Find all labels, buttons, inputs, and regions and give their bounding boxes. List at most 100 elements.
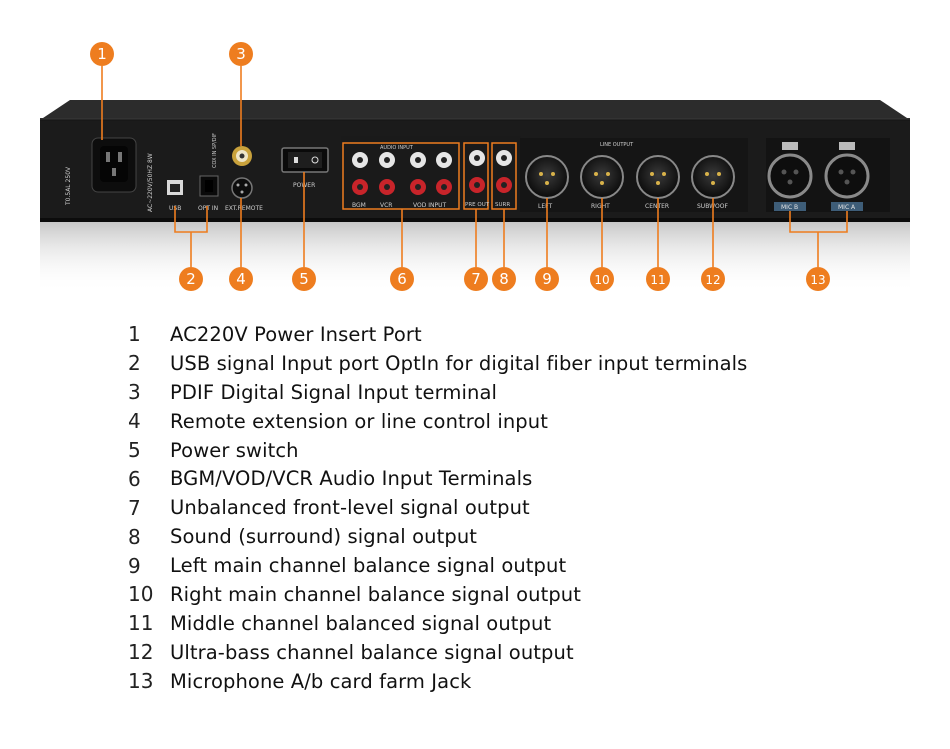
legend-item: 5 Power switch [128,436,888,465]
legend-item: 1 AC220V Power Insert Port [128,320,888,349]
legend-number: 11 [128,611,154,636]
left-label: LEFT [538,203,552,210]
legend-item: 4 Remote extension or line control input [128,407,888,436]
callout-circle [229,267,253,291]
legend-number: 12 [128,640,154,665]
callout-badge-13: 13 [806,267,830,291]
bgm-label: BGM [352,202,366,209]
callout-number: 9 [542,270,552,288]
usb-port [167,180,183,195]
legend-description: Left main channel balance signal output [170,554,567,578]
legend-description: Right main channel balance signal output [170,582,581,606]
audio-input-label: AUDIO INPUT [380,145,414,151]
surr-label: SURR [495,202,510,208]
legend-number: 10 [128,582,154,607]
legend-number: 4 [128,409,141,434]
legend-description: BGM/VOD/VCR Audio Input Terminals [170,467,533,491]
callout-number: 1 [97,45,107,63]
callout-badge-5: 5 [292,267,316,291]
legend-item: 13 Microphone A/b card farm Jack [128,667,888,696]
legend-description: Unbalanced front-level signal output [170,496,530,520]
callout-number: 11 [650,273,665,287]
mic-input-jacks [766,138,890,212]
callout-circle [390,267,414,291]
mic-b-label: MIC B [781,204,798,211]
coax-in-label: COX IN SP/DIF [212,133,218,168]
callout-circle [229,42,253,66]
legend-item: 6 BGM/VOD/VCR Audio Input Terminals [128,464,888,493]
callout-number: 6 [397,270,407,288]
xlr-outputs [525,155,735,199]
fuse-label: T0.5AL 250V [65,166,72,206]
opt-in-label: OPT IN [198,205,218,212]
callout-circle [646,267,670,291]
callout-badge-6: 6 [390,267,414,291]
callout-leader-lines [101,66,848,267]
callout-badge-7: 7 [464,267,488,291]
callout-number: 4 [236,270,246,288]
mic-a-label: MIC A [838,204,856,211]
legend-description: Ultra-bass channel balance signal output [170,640,574,664]
legend-description: Remote extension or line control input [170,409,548,433]
legend-number: 8 [128,524,141,549]
legend-description: Middle channel balanced signal output [170,611,552,635]
coaxial-spdif-input [232,146,252,166]
legend-description: Microphone A/b card farm Jack [170,669,472,693]
legend-item: 10 Right main channel balance signal outp… [128,580,888,609]
callout-circle [535,267,559,291]
legend-number: 7 [128,495,141,520]
callout-circle [492,267,516,291]
legend-item: 12 Ultra-bass channel balance signal outp… [128,638,888,667]
legend-item: 11 Middle channel balanced signal output [128,609,888,638]
callout-number: 7 [471,270,481,288]
mains-label: AC~220V/50HZ 8W [147,153,154,212]
callout-badge-10: 10 [590,267,614,291]
legend-item: 2 USB signal Input port OptIn for digital… [128,349,888,378]
callout-circle [179,267,203,291]
legend-item: 9 Left main channel balance signal output [128,551,888,580]
vod-input-label: VOD INPUT [413,202,447,209]
legend-number: 1 [128,322,141,347]
legend-number: 5 [128,438,141,462]
legend-description: AC220V Power Insert Port [170,322,422,346]
ext-remote-din-socket [231,177,253,199]
rca-jacks [352,150,512,195]
callout-badge-8: 8 [492,267,516,291]
callout-badge-11: 11 [646,267,670,291]
callout-circle [90,42,114,66]
legend-item: 7 Unbalanced front-level signal output [128,493,888,522]
legend-list: 1 AC220V Power Insert Port 2 USB signal In… [128,320,888,696]
callout-circle [464,267,488,291]
legend-description: USB signal Input port OptIn for digital … [170,351,748,375]
legend-number: 9 [128,553,141,578]
callout-number: 3 [236,45,246,63]
pre-out-label: PRE OUT [465,202,490,208]
legend-number: 13 [128,669,154,694]
legend-description: Power switch [170,438,299,462]
vcr-label: VCR [380,202,392,209]
callout-number: 10 [594,273,609,287]
right-label: RIGHT [591,203,610,210]
center-label: CENTER [645,203,669,210]
legend-number: 2 [128,351,141,376]
callout-badge-12: 12 [701,267,725,291]
callout-circle [701,267,725,291]
callout-number: 13 [810,273,825,287]
callout-badge-2: 2 [179,267,203,291]
callout-number: 12 [705,273,720,287]
callout-circle [590,267,614,291]
callout-badge-1: 1 [90,42,114,66]
rca-jack-block [341,136,521,212]
callout-number: 2 [186,270,196,288]
callout-circle [292,267,316,291]
ext-remote-label: EXT.REMOTE [225,205,263,212]
optical-input [199,175,219,197]
ac-power-inlet [91,137,137,193]
power-rocker-switch [281,147,329,173]
line-output-label: LINE OUTPUT [600,142,634,148]
legend-number: 6 [128,466,141,491]
legend-number: 3 [128,380,141,405]
callout-number: 8 [499,270,509,288]
